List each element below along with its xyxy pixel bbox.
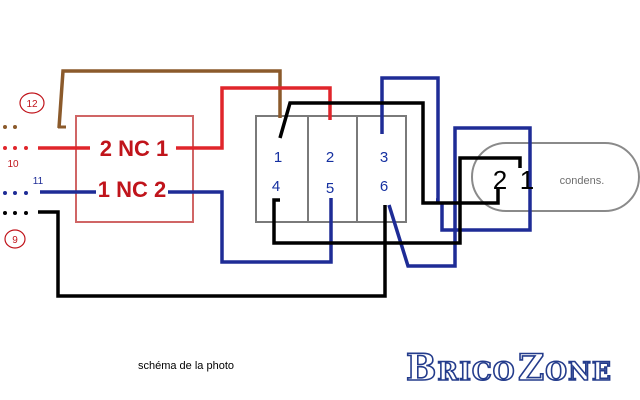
relay-line-2: 1 NC 2 (98, 177, 166, 202)
capacitor-label: condens. (560, 175, 605, 187)
wire-brown (57, 69, 282, 129)
capacitor-body (471, 142, 640, 212)
bricozone-logo: Brico Zone (405, 346, 612, 390)
logo-brico: Brico (406, 347, 516, 389)
relay-box (75, 115, 194, 223)
wire-12-label: 12 (26, 99, 38, 110)
wire-11-label: 11 (33, 176, 44, 187)
terminal-5: 5 (326, 180, 334, 197)
relay-line-1: 2 NC 1 (100, 136, 168, 161)
terminal-3: 3 (380, 149, 388, 166)
wire-blue-3-to-cap (380, 76, 440, 202)
wire-9-label: 9 (12, 235, 18, 246)
capacitor-pin-2: 2 (493, 165, 507, 195)
wire-blue-6-to-cap (387, 126, 532, 268)
wire-black-1 (278, 101, 500, 205)
wire-red-right (176, 86, 332, 150)
wire-12-circle (19, 92, 45, 114)
wire-black-4-to-cap (272, 156, 522, 245)
wire-9-circle (4, 229, 26, 249)
terminal-6: 6 (380, 178, 388, 195)
wire-10-label: 10 (7, 159, 19, 170)
terminal-1: 1 (274, 149, 282, 166)
terminal-2: 2 (326, 149, 334, 166)
capacitor-pin-1: 1 (520, 165, 534, 195)
caption: schéma de la photo (138, 360, 234, 372)
wire-end-dots (3, 125, 28, 215)
logo-zone: Zone (518, 347, 612, 389)
wire-blue-relay-to-5 (168, 190, 333, 264)
terminal-4: 4 (272, 178, 280, 195)
wire-black-bottom (38, 205, 387, 298)
